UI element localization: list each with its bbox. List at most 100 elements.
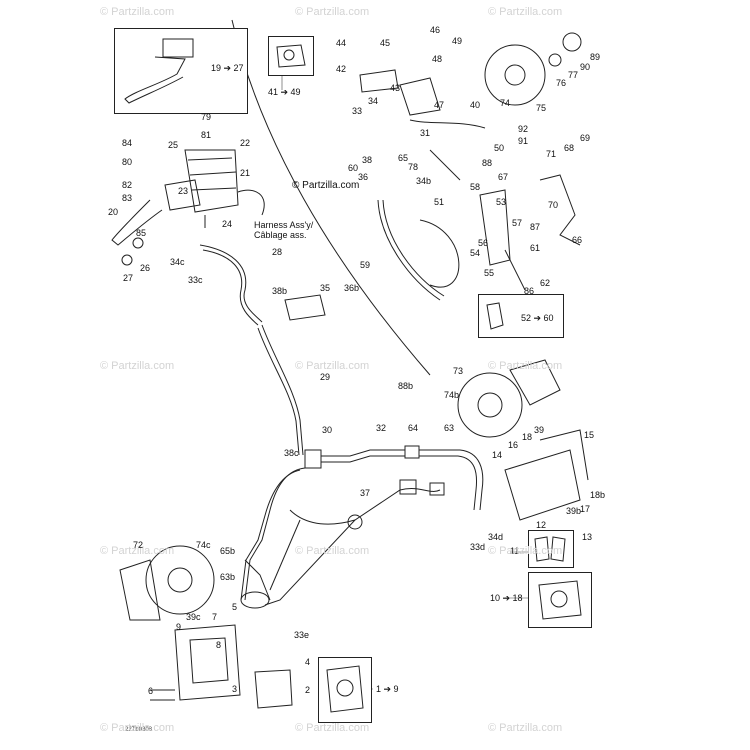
watermark: © Partzilla.com (100, 360, 175, 372)
pads-right-range-label: 11 (510, 546, 520, 556)
diagram-code: 22Tb0308 (125, 727, 153, 733)
callout-35: 35 (320, 283, 331, 293)
caliper-bottom-icon (326, 665, 364, 713)
callout-71: 71 (546, 149, 557, 159)
lever-icon (124, 38, 194, 104)
callout-87: 87 (530, 222, 541, 232)
callout-74b: 74b (444, 390, 460, 400)
callout-33: 33 (352, 106, 363, 116)
pads-icon (534, 536, 566, 562)
callout-46: 46 (430, 25, 441, 35)
callout-25: 25 (168, 140, 179, 150)
watermark: © Partzilla.com (295, 6, 370, 18)
switch-box: 52 ➔ 60 (478, 294, 564, 338)
callout-55: 55 (484, 268, 495, 278)
callout-17: 17 (580, 504, 591, 514)
caliper-bottom-range-label: 1 ➔ 9 (376, 684, 399, 694)
callout-3: 3 (232, 684, 238, 694)
callout-63b: 63b (220, 572, 236, 582)
callout-36b: 36b (344, 283, 360, 293)
callout-20: 20 (108, 207, 119, 217)
callout-79: 79 (201, 112, 212, 122)
callout-65b: 65b (220, 546, 236, 556)
callout-38c: 38c (284, 448, 299, 458)
top-caliper-range-label: 41 ➔ 49 (268, 87, 301, 97)
callout-60: 60 (348, 163, 359, 173)
callout-37: 37 (360, 488, 371, 498)
callout-90: 90 (580, 62, 591, 72)
callout-31: 31 (420, 128, 431, 138)
center-logo: © Partzilla.com (292, 180, 360, 191)
callout-91: 91 (518, 136, 529, 146)
callout-88: 88 (482, 158, 493, 168)
watermark: © Partzilla.com (100, 545, 175, 557)
callout-50: 50 (494, 143, 505, 153)
callout-26: 26 (140, 263, 151, 273)
callout-77: 77 (568, 70, 579, 80)
callout-12: 12 (536, 520, 547, 530)
callout-57: 57 (512, 218, 523, 228)
callout-34: 34 (368, 96, 379, 106)
callout-39b: 39b (566, 506, 582, 516)
callout-88b: 88b (398, 381, 414, 391)
callout-9: 9 (176, 622, 182, 632)
callout-65: 65 (398, 153, 409, 163)
callout-47: 47 (434, 100, 445, 110)
callout-22: 22 (240, 138, 251, 148)
callout-14: 14 (492, 450, 503, 460)
callout-67: 67 (498, 172, 509, 182)
callout-32: 32 (376, 423, 387, 433)
switch-icon (486, 302, 504, 330)
caliper-right-box (528, 572, 592, 628)
callout-33c: 33c (188, 275, 203, 285)
callout-84: 84 (122, 138, 133, 148)
callout-5: 5 (232, 602, 238, 612)
callout-89: 89 (590, 52, 601, 62)
callout-53: 53 (496, 197, 507, 207)
callout-74c: 74c (196, 540, 211, 550)
callout-23: 23 (178, 186, 189, 196)
callout-51: 51 (434, 197, 445, 207)
callout-62: 62 (540, 278, 551, 288)
callout-6: 6 (148, 686, 154, 696)
harness-label-line-2: Câblage ass. (254, 230, 307, 240)
callout-85: 85 (136, 228, 147, 238)
callout-78: 78 (408, 162, 419, 172)
callout-16: 16 (508, 440, 519, 450)
callout-64: 64 (408, 423, 419, 433)
callout-70: 70 (548, 200, 559, 210)
callout-21: 21 (240, 168, 251, 178)
caliper-bottom-box (318, 657, 372, 723)
callout-59: 59 (360, 260, 371, 270)
callout-61: 61 (530, 243, 541, 253)
watermark: © Partzilla.com (488, 545, 563, 557)
callout-81: 81 (201, 130, 212, 140)
callout-43: 43 (390, 83, 401, 93)
callout-83: 83 (122, 193, 133, 203)
callout-34d: 34d (488, 532, 504, 542)
callout-58: 58 (470, 182, 481, 192)
callout-13: 13 (582, 532, 593, 542)
callout-8: 8 (216, 640, 222, 650)
watermark: © Partzilla.com (295, 722, 370, 734)
watermark: © Partzilla.com (488, 722, 563, 734)
switch-range-label: 52 ➔ 60 (521, 313, 554, 323)
pads-right-box (528, 530, 574, 568)
callout-18: 18 (522, 432, 533, 442)
callout-28: 28 (272, 247, 283, 257)
watermark: © Partzilla.com (295, 545, 370, 557)
callout-36: 36 (358, 172, 369, 182)
callout-34b: 34b (416, 176, 432, 186)
callout-42: 42 (336, 64, 347, 74)
callout-27: 27 (123, 273, 134, 283)
callout-39: 39 (534, 425, 545, 435)
callout-75: 75 (536, 103, 547, 113)
callout-63: 63 (444, 423, 455, 433)
callout-80: 80 (122, 157, 133, 167)
callout-68: 68 (564, 143, 575, 153)
callout-49: 49 (452, 36, 463, 46)
callout-72: 72 (133, 540, 144, 550)
callout-29: 29 (320, 372, 331, 382)
lever-range-label: 19 ➔ 27 (211, 63, 244, 73)
